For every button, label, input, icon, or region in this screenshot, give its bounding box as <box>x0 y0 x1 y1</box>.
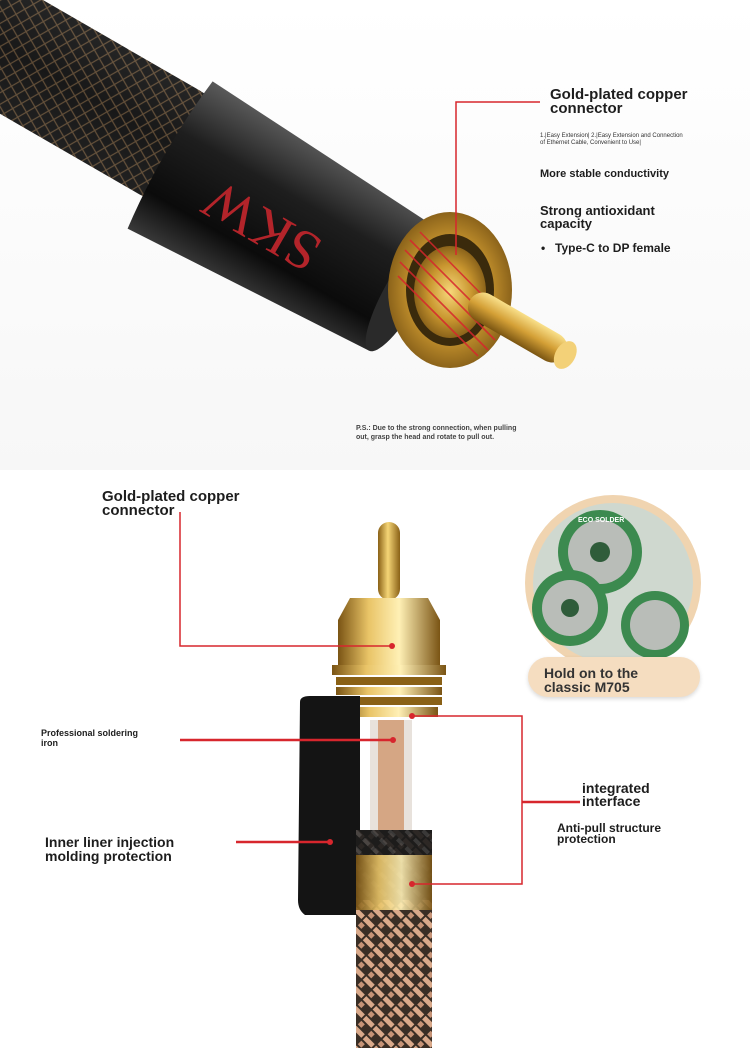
hero-stable-label: More stable conductivity <box>540 168 669 180</box>
lower-soldering-label: Professional soldering iron <box>41 728 139 748</box>
solder-badge-text: Hold on to the classic M705 <box>544 665 639 695</box>
hero-easy-extension-label: 1.|Easy Extension| 2.|Easy Extension and… <box>540 133 683 146</box>
hero-type-c-label: Type-C to DP female <box>555 241 671 255</box>
hero-antioxidant-label: Strong antioxidant capacity <box>540 203 655 231</box>
hero-gold-plated-label: Gold-plated copper connector <box>550 86 688 117</box>
callout-bracket <box>412 715 523 885</box>
cutaway-threads <box>332 665 446 717</box>
cutaway-gold-body <box>338 598 440 665</box>
hero-type-c-bullet: • <box>541 241 546 255</box>
callout-gold-plated <box>179 512 392 647</box>
lower-anti-pull-label: Anti-pull structure protection <box>557 821 661 846</box>
hero-section: SKW <box>0 0 750 470</box>
solder-badge: Hold on to the classic M705 <box>528 657 700 697</box>
lower-integrated-label: integrated interface <box>582 780 650 809</box>
cutaway-connector-illustration: ECO SOLDER <box>179 495 701 1048</box>
lower-inner-liner-label: Inner liner injection molding protection <box>45 834 175 864</box>
hero-callout-line <box>455 101 540 255</box>
solder-spools-image: ECO SOLDER <box>525 495 701 671</box>
hatch-overlay <box>397 231 506 357</box>
cutaway-pin <box>378 522 400 600</box>
solder-spool-text: ECO SOLDER <box>578 517 624 524</box>
cutaway-black-sleeve <box>298 696 360 915</box>
cutaway-gold-crimp <box>356 855 432 910</box>
hero-ps-note: P.S.: Due to the strong connection, when… <box>356 425 517 441</box>
braided-cable <box>0 0 228 202</box>
center-pin <box>467 292 577 369</box>
lower-gold-plated-label: Gold-plated copper connector <box>102 488 240 519</box>
lower-section: ECO SOLDER <box>0 470 750 1048</box>
hero-connector-illustration: SKW <box>0 0 577 369</box>
